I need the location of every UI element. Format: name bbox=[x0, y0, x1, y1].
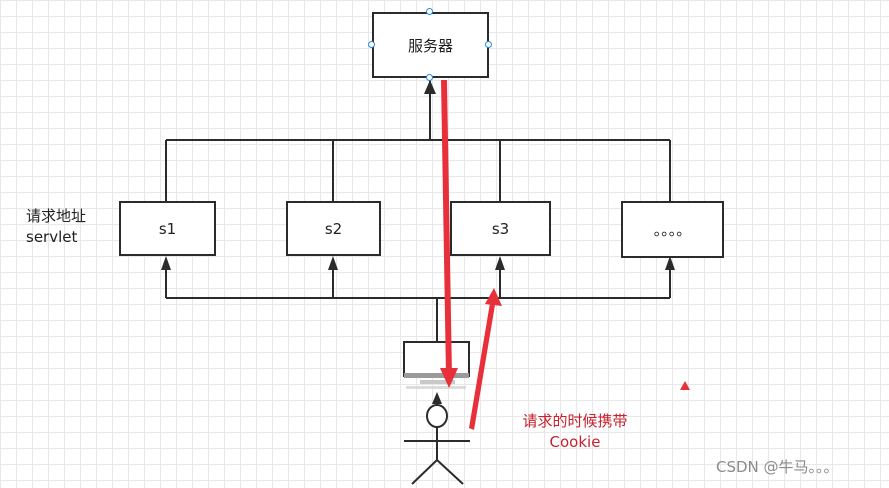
selection-handle-left[interactable] bbox=[368, 41, 375, 48]
servlet-node-s1-label: s1 bbox=[158, 219, 177, 238]
s2-arrow-head bbox=[328, 256, 338, 270]
selection-handle-top[interactable] bbox=[426, 8, 433, 15]
request-red-arrow bbox=[469, 288, 502, 430]
cookie-annotation-line2: Cookie bbox=[549, 433, 601, 451]
servlet-node-s3[interactable]: s3 bbox=[450, 201, 551, 256]
csdn-watermark: CSDN @牛马。。。 bbox=[716, 458, 839, 476]
selection-handle-right[interactable] bbox=[485, 41, 492, 48]
request-address-line1: 请求地址 bbox=[26, 207, 87, 225]
servlet-node-s2-label: s2 bbox=[324, 219, 343, 238]
servlet-node-s3-label: s3 bbox=[491, 219, 510, 238]
cookie-annotation-line1: 请求的时候携带 bbox=[522, 412, 628, 430]
computer-icon bbox=[403, 341, 470, 389]
selection-handle-bottom[interactable] bbox=[426, 74, 433, 81]
request-address-label: 请求地址 servlet bbox=[26, 206, 86, 248]
response-red-arrow bbox=[440, 80, 458, 388]
servlet-node-s1[interactable]: s1 bbox=[119, 201, 216, 256]
server-node[interactable]: 服务器 bbox=[372, 12, 489, 78]
s3-arrow-head bbox=[495, 256, 505, 270]
more-arrow-head bbox=[665, 256, 675, 270]
client-bus-lines bbox=[165, 268, 671, 342]
request-address-line2: servlet bbox=[26, 228, 78, 246]
cookie-annotation: 请求的时候携带 Cookie bbox=[510, 411, 640, 453]
user-arrow-head bbox=[432, 392, 442, 404]
s1-arrow-head bbox=[161, 256, 171, 270]
servlet-node-more[interactable]: 。。。。 bbox=[621, 201, 724, 258]
server-bus-lines bbox=[165, 78, 671, 203]
servlet-node-s2[interactable]: s2 bbox=[286, 201, 381, 256]
server-arrow-head bbox=[424, 80, 436, 94]
stray-red-marker-icon bbox=[680, 381, 690, 390]
server-node-label: 服务器 bbox=[407, 36, 453, 55]
user-figure-icon bbox=[404, 395, 470, 485]
servlet-node-more-label: 。。。。 bbox=[653, 221, 692, 239]
